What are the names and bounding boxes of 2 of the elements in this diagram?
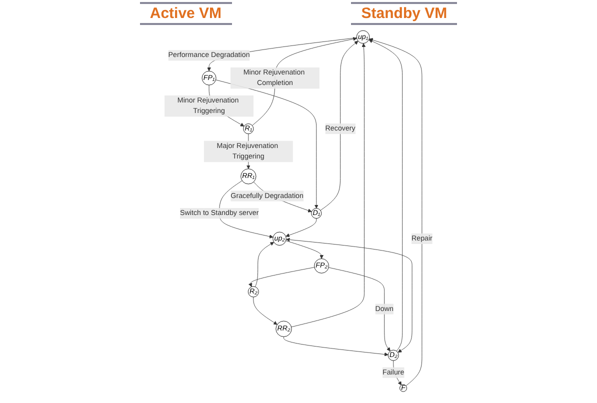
column-heading: Standby VM [351, 2, 458, 25]
column-heading: Active VM [140, 2, 232, 25]
